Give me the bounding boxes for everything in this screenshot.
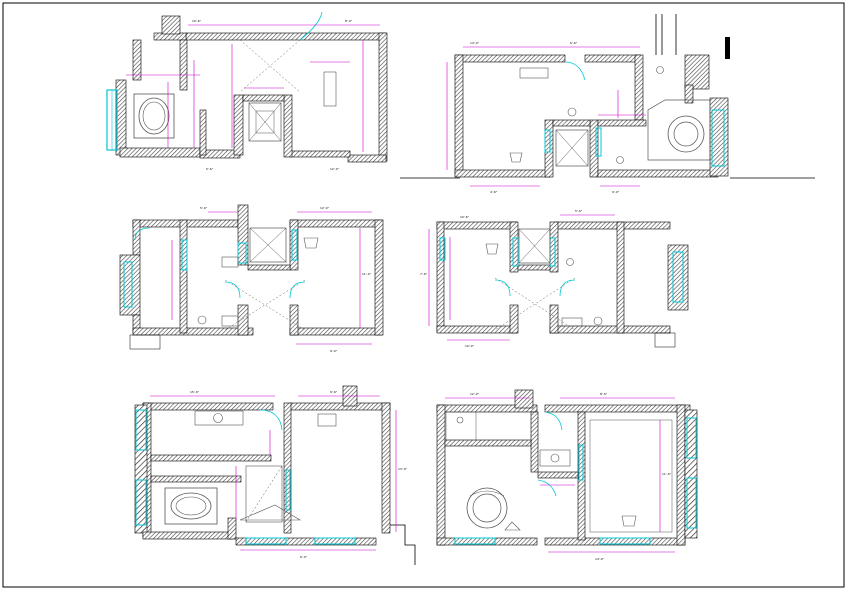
plan-bottom-right-dim-1: 8'-0" bbox=[600, 392, 608, 396]
title-mark bbox=[725, 37, 730, 59]
plan-top-left-dim-2: 5'-6" bbox=[206, 167, 214, 171]
plan-mid-left: 12'-0" 9'-0" 5'-0" 11'-0" bbox=[119, 204, 384, 353]
plan-mid-right-dim-3: 10'-6" bbox=[460, 215, 470, 219]
plan-top-left-dim-3: 12'-0" bbox=[330, 167, 340, 171]
plan-bottom-right-dim-0: 12'-0" bbox=[470, 392, 480, 396]
plan-bottom-left-dim-1: 9'-6" bbox=[330, 390, 338, 394]
plan-top-right-dim-2: 4'-6" bbox=[490, 190, 498, 194]
plan-mid-right: 10'-0" 5'-0" 7'-6" 10'-6" bbox=[420, 209, 689, 348]
plan-bottom-left-dim-0: 15'-0" bbox=[190, 390, 200, 394]
plan-top-left-dim-0: 10'-6" bbox=[192, 19, 202, 23]
plan-mid-left-dim-1: 9'-0" bbox=[330, 349, 338, 353]
plan-top-left-dim-1: 8'-0" bbox=[345, 19, 353, 23]
plan-bottom-right: 12'-0" 8'-0" 11'-0" 14'-0" bbox=[436, 389, 698, 561]
plan-mid-left-dim-0: 12'-0" bbox=[320, 206, 330, 210]
plan-bottom-left-dim-3: 13'-0" bbox=[398, 467, 408, 471]
plan-top-right-dim-3: 9'-0" bbox=[612, 190, 620, 194]
plan-top-right: 14'-0" 6'-6" 4'-6" 9'-0" bbox=[400, 14, 815, 194]
plan-mid-right-dim-2: 7'-6" bbox=[420, 272, 428, 276]
plan-bottom-left: 15'-0" 9'-6" 6'-0" 13'-0" bbox=[134, 385, 416, 565]
plan-bottom-right-dim-2: 11'-0" bbox=[662, 472, 672, 476]
plan-top-right-dim-0: 14'-0" bbox=[470, 41, 480, 45]
plan-mid-right-dim-1: 5'-0" bbox=[575, 209, 583, 213]
plan-bottom-right-dim-3: 14'-0" bbox=[595, 557, 605, 561]
plan-bottom-left-dim-2: 6'-0" bbox=[300, 555, 308, 559]
plan-top-left: 10'-6" 8'-0" 5'-6" 12'-0" bbox=[106, 11, 388, 171]
plan-top-right-dim-1: 6'-6" bbox=[570, 41, 578, 45]
plan-mid-left-dim-3: 11'-0" bbox=[362, 272, 372, 276]
plan-mid-left-dim-2: 5'-0" bbox=[200, 206, 208, 210]
plan-mid-right-dim-0: 10'-0" bbox=[465, 344, 475, 348]
